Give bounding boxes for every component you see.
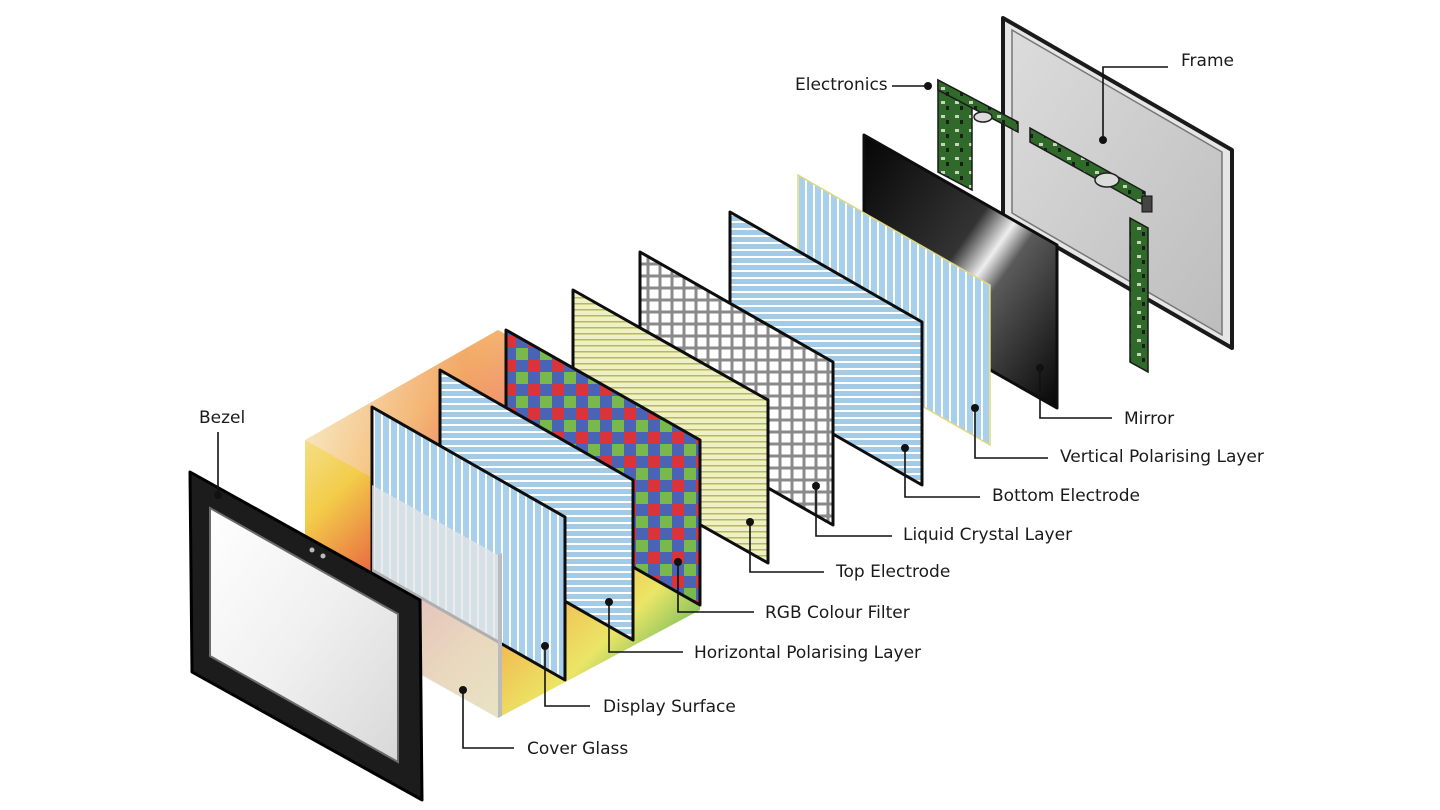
leader-horizontal-polarising (608, 602, 683, 653)
leader-liquid-crystal (815, 486, 892, 537)
labels: Frame Electronics Mirror Vertical Polari… (199, 51, 1264, 759)
bezel-part (188, 470, 424, 802)
leader-cover-glass (462, 690, 514, 749)
label-cover-glass: Cover Glass (527, 739, 628, 759)
label-horizontal-polarising-layer: Horizontal Polarising Layer (694, 643, 921, 663)
label-mirror: Mirror (1124, 409, 1174, 429)
label-electronics: Electronics (795, 75, 888, 95)
leader-top-electrode (749, 522, 824, 573)
label-bottom-electrode: Bottom Electrode (992, 486, 1140, 506)
leader-bottom-electrode (904, 448, 980, 498)
label-rgb-colour-filter: RGB Colour Filter (765, 603, 910, 623)
leader-lines (214, 66, 1168, 749)
leader-mirror (1039, 368, 1112, 419)
label-vertical-polarising-layer: Vertical Polarising Layer (1060, 447, 1264, 467)
label-liquid-crystal-layer: Liquid Crystal Layer (903, 525, 1072, 545)
leader-display-surface (544, 646, 590, 707)
label-bezel: Bezel (199, 408, 245, 428)
label-display-surface: Display Surface (603, 697, 736, 717)
electronics-part (937, 78, 1153, 374)
label-frame: Frame (1181, 51, 1234, 71)
label-top-electrode: Top Electrode (835, 562, 950, 582)
leader-frame (1102, 66, 1168, 140)
leader-vertical-polarising (974, 408, 1048, 459)
leader-rgb-filter (677, 562, 754, 613)
